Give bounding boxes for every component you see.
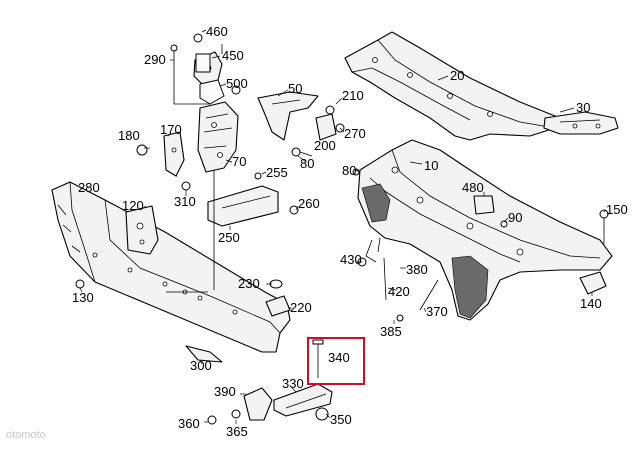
label-370: 370 [426,304,448,319]
bracket-390-part [243,387,273,421]
label-150: 150 [606,202,628,217]
pin-340-part [312,339,324,378]
label-290: 290 [144,52,166,67]
label-330: 330 [282,376,304,391]
label-420: 420 [388,284,410,299]
clip-220-part [265,295,291,317]
label-310: 310 [174,194,196,209]
label-200: 200 [314,138,336,153]
label-480: 480 [462,180,484,195]
label-360: 360 [178,416,200,431]
watermark-text: otomoto [6,429,46,441]
bracket-120-part [125,205,159,255]
label-365: 365 [226,424,248,439]
label-220: 220 [290,300,312,315]
label-70: 70 [232,154,246,169]
label-80-b: 80 [342,163,356,178]
label-280: 280 [78,180,100,195]
label-300: 300 [190,358,212,373]
label-340: 340 [328,350,350,365]
label-120: 120 [122,198,144,213]
label-30: 30 [576,100,590,115]
label-90: 90 [508,210,522,225]
bracket-200-part [315,113,337,141]
label-260: 260 [298,196,320,211]
side-bracket-part [543,111,619,135]
label-500: 500 [226,76,248,91]
bracket-50-part [257,91,319,141]
bracket-300-part [185,345,223,363]
label-250: 250 [218,230,240,245]
label-385: 385 [380,324,402,339]
label-170: 170 [160,122,182,137]
label-20: 20 [450,68,464,83]
label-80-a: 80 [300,156,314,171]
front-module-carrier-part [357,139,613,321]
label-450: 450 [222,48,244,63]
label-350: 350 [330,412,352,427]
bracket-170-part [163,131,185,177]
label-130: 130 [72,290,94,305]
highlight-box-340 [307,337,365,385]
label-180: 180 [118,128,140,143]
small-parts [75,33,609,425]
label-255: 255 [266,165,288,180]
label-380: 380 [406,262,428,277]
leader-lines [79,29,607,424]
label-230: 230 [238,276,260,291]
label-270: 270 [344,126,366,141]
label-210: 210 [342,88,364,103]
label-10: 10 [424,158,438,173]
upper-crossmember-part [344,31,561,141]
hinge-bracket-part [197,101,239,173]
label-140: 140 [580,296,602,311]
label-460: 460 [206,24,228,39]
label-390: 390 [214,384,236,399]
bolt-290-part [170,44,178,82]
bracket-250-part [207,185,279,227]
label-430: 430 [340,252,362,267]
label-50: 50 [288,81,302,96]
